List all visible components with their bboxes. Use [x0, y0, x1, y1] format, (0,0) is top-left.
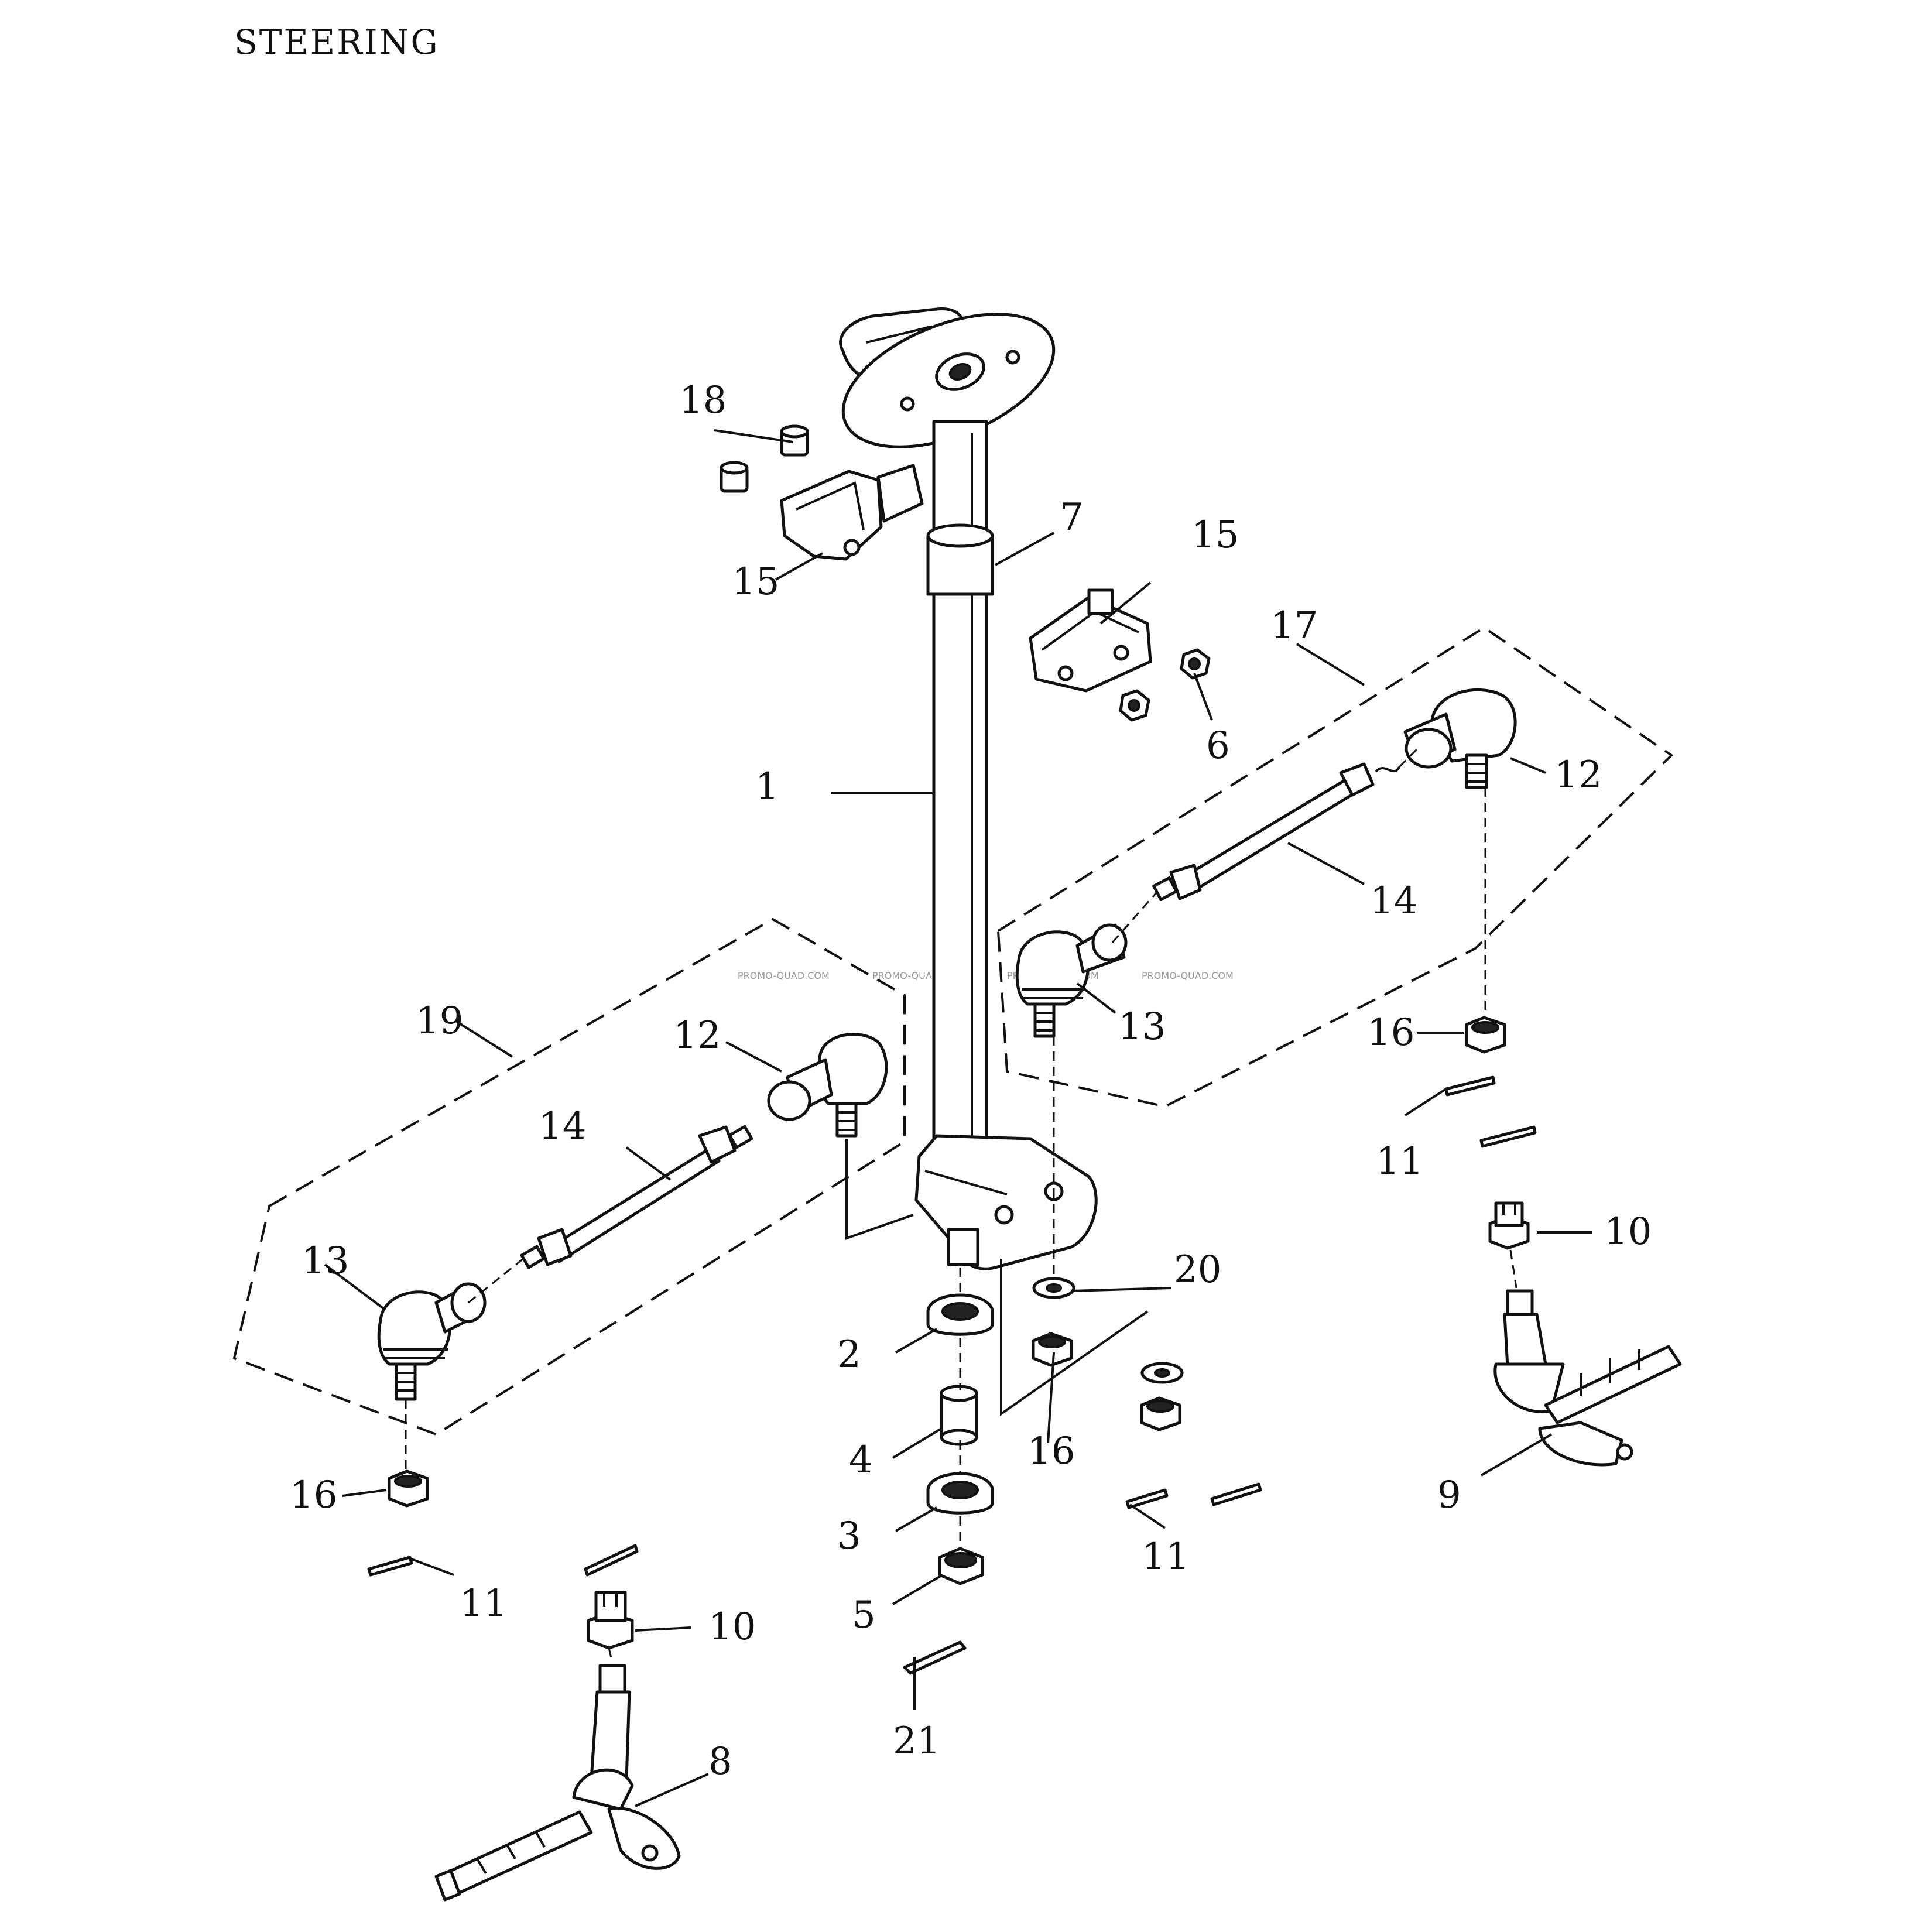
callout-label: 14	[539, 1105, 586, 1148]
callout-label: 12	[673, 1014, 721, 1057]
watermark-text: PROMO-QUAD.COM	[1142, 970, 1234, 981]
callout-label: 10	[1604, 1210, 1652, 1253]
callout-label: 16	[1367, 1011, 1414, 1054]
callout-label: 2	[837, 1333, 861, 1376]
column-nut-5	[938, 1547, 984, 1585]
callout-label: 11	[460, 1582, 507, 1625]
callout-label: 7	[1060, 496, 1084, 539]
diagram-title: STEERING	[234, 22, 440, 62]
pitman-arm-plate	[914, 1134, 1098, 1270]
callout-label: 18	[679, 379, 727, 422]
tie-rod-assembly-right	[1015, 688, 1517, 1038]
callout-label: 4	[849, 1438, 873, 1482]
callout-label: 13	[1118, 1005, 1166, 1049]
callout-label: 3	[837, 1515, 861, 1558]
callout-label: 20	[1174, 1248, 1221, 1292]
callout-label: 1	[755, 765, 779, 809]
washers-20	[1032, 1277, 1184, 1384]
callout-label: 5	[852, 1594, 876, 1637]
callout-label: 16	[1027, 1430, 1075, 1473]
nuts-16-center	[1032, 1332, 1181, 1431]
callout-label: 14	[1370, 879, 1417, 923]
callout-label: 8	[708, 1740, 732, 1783]
alignment-lines	[405, 748, 1517, 1663]
castle-nut-10-left	[587, 1591, 634, 1650]
callout-label: 21	[893, 1719, 940, 1763]
callout-label: 19	[416, 999, 463, 1043]
column-bearing-2	[926, 1293, 994, 1336]
watermark-text: PROMO-QUAD.COM	[738, 970, 830, 981]
clamp-left	[780, 464, 924, 561]
steering-column	[839, 307, 1098, 1270]
callout-label: 6	[1206, 724, 1230, 768]
collars	[720, 424, 809, 493]
callout-label: 11	[1142, 1535, 1189, 1578]
nut-16-left	[388, 1469, 429, 1508]
callout-labels: 1 2 3 4 5 6 7 8 9 10 10 11 11 11 12 12 1…	[290, 379, 1652, 1783]
callout-label: 13	[302, 1239, 349, 1283]
steering-knuckle-9	[1493, 1289, 1682, 1467]
callout-label: 12	[1554, 753, 1602, 797]
callout-label: 10	[708, 1605, 756, 1649]
column-bearing-3	[926, 1472, 994, 1515]
castle-nut-10-right	[1488, 1201, 1530, 1250]
callout-label: 9	[1437, 1474, 1461, 1517]
tie-rod-assembly-left	[377, 1033, 888, 1401]
steering-knuckle-8	[434, 1664, 681, 1902]
nut-16-right	[1465, 1016, 1506, 1054]
cotter-pin-21	[903, 1640, 967, 1675]
leader-lines	[324, 429, 1592, 1807]
nuts-6	[1119, 648, 1211, 722]
callout-label: 15	[1191, 513, 1239, 557]
assembly-outline-17	[996, 626, 1674, 1108]
callout-label: 16	[290, 1474, 337, 1517]
cotter-pins-11	[367, 1075, 1537, 1577]
callout-label: 17	[1270, 604, 1318, 648]
clamp-right	[1029, 588, 1152, 693]
assembly-outline-19	[232, 917, 906, 1436]
column-bushing-4	[940, 1385, 978, 1446]
callout-label: 11	[1376, 1140, 1423, 1183]
callout-label: 15	[732, 560, 779, 604]
